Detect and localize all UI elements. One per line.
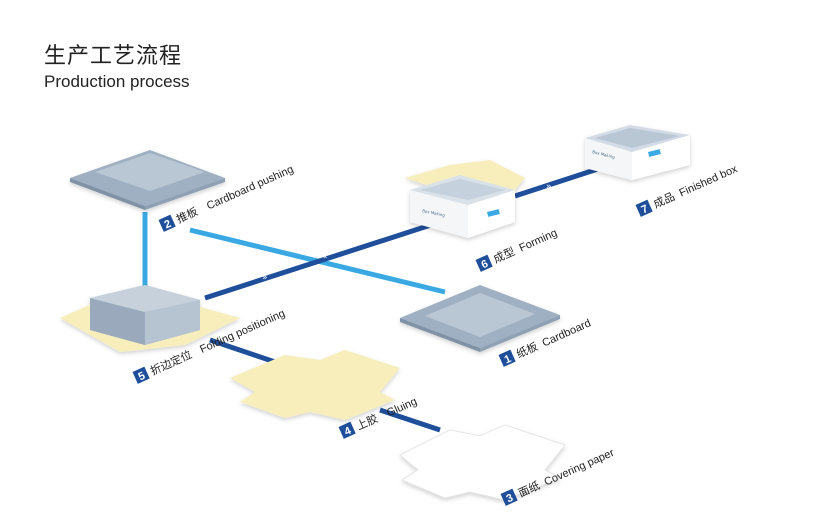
page-title-zh: 生产工艺流程 xyxy=(44,43,183,68)
cardboard-illustration xyxy=(400,285,560,352)
step-badge xyxy=(500,488,518,506)
step-name-zh: 纸板 xyxy=(514,339,540,361)
step-label-6: 6 成型 Forming xyxy=(475,227,559,272)
folding-positioning-illustration xyxy=(60,285,240,352)
box-print-text: Box Making xyxy=(592,149,616,160)
step-badge xyxy=(635,199,653,217)
step-name-en: Forming xyxy=(517,227,559,254)
step-number: 3 xyxy=(505,492,515,505)
box-logo-icon xyxy=(648,149,661,157)
step-number: 7 xyxy=(640,203,650,216)
page-title-en: Production process xyxy=(44,72,190,91)
chevron-icon: » xyxy=(546,182,552,192)
gluing-illustration xyxy=(230,350,400,420)
step-name-en: Finished box xyxy=(677,163,739,200)
forming-box-illustration: Box Making xyxy=(405,160,525,238)
line-folding-to-forming xyxy=(204,219,441,301)
chevron-icon: » xyxy=(262,273,268,283)
box-logo-icon xyxy=(487,209,500,217)
step-badge xyxy=(132,366,150,384)
covering-paper-illustration xyxy=(399,424,566,501)
step-badge xyxy=(498,349,516,367)
chevron-icon: « xyxy=(322,252,328,262)
step-name-en: Cardboard pushing xyxy=(205,163,295,212)
step-number: 5 xyxy=(137,370,147,383)
step-badge xyxy=(338,421,356,439)
step-number: 4 xyxy=(343,425,354,439)
line-gluing-to-covering xyxy=(379,407,441,433)
step-number: 6 xyxy=(480,258,490,271)
step-name-zh: 成型 xyxy=(491,244,517,266)
step-number: 2 xyxy=(163,218,173,231)
cardboard-pushing-illustration xyxy=(70,150,225,210)
step-name-zh: 折边定位 xyxy=(148,347,194,378)
step-badge xyxy=(475,254,493,272)
step-name-zh: 推板 xyxy=(174,204,200,226)
step-number: 1 xyxy=(503,353,513,366)
step-name-zh: 成品 xyxy=(651,190,676,211)
step-badge xyxy=(158,214,176,232)
box-print-text: Box Making xyxy=(422,208,446,218)
finished-box-illustration: Box Making xyxy=(585,125,690,180)
title-block: 生产工艺流程 Production process xyxy=(44,38,190,92)
line-folding-to-gluing xyxy=(209,337,276,365)
